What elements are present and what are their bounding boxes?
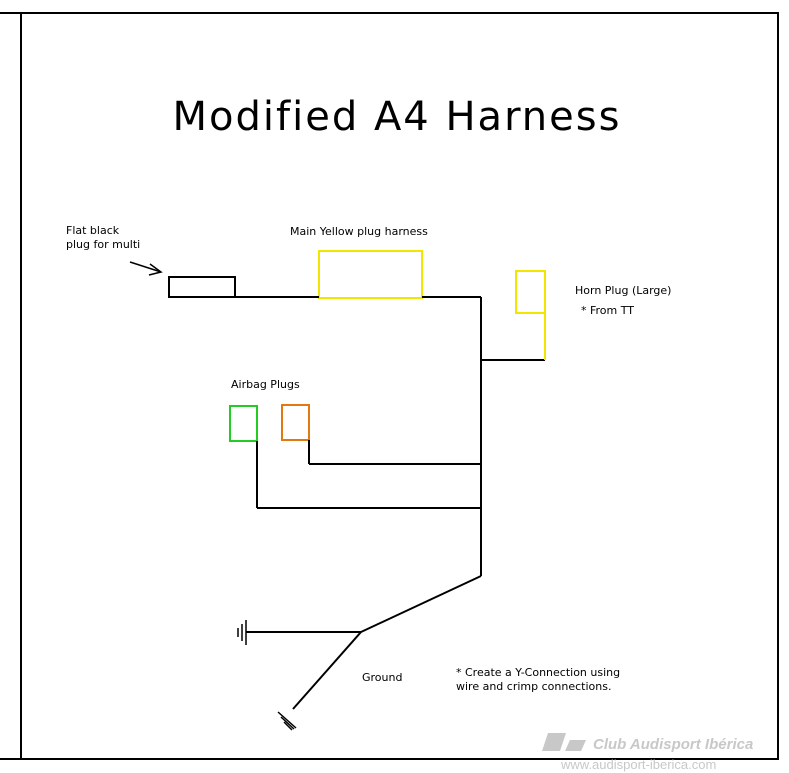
watermark-brand: Club Audisport Ibérica	[593, 736, 753, 753]
flat-black-plug	[168, 276, 236, 298]
horn-plug	[515, 270, 546, 314]
airbag-plug-orange	[281, 404, 310, 441]
note-line2: wire and crimp connections.	[456, 680, 611, 693]
diagram-title: Modified A4 Harness	[173, 94, 622, 140]
watermark: Club Audisport Ibérica www.audisport-ibe…	[542, 733, 753, 772]
note-line1: * Create a Y-Connection using	[456, 666, 620, 679]
flat-black-label-line1: Flat black	[66, 224, 120, 237]
horn-label-line1: Horn Plug (Large)	[575, 284, 671, 297]
ground-label: Ground	[362, 671, 402, 684]
main-yellow-label: Main Yellow plug harness	[290, 225, 428, 238]
airbag-label: Airbag Plugs	[231, 378, 300, 391]
wire-ground-down	[292, 631, 362, 710]
arrow-icon	[129, 261, 163, 276]
airbag-plug-green	[229, 405, 258, 442]
horn-label-line2: * From TT	[581, 304, 634, 317]
ground-icon-lower	[277, 711, 297, 731]
wire-trunk-to-junction	[360, 575, 482, 633]
ground-icon	[237, 620, 247, 645]
club-logo-icon	[542, 733, 586, 751]
main-yellow-plug	[318, 250, 423, 299]
wiring	[169, 296, 545, 710]
flat-black-label-line2: plug for multi	[66, 238, 140, 251]
watermark-url: www.audisport-iberica.com	[560, 757, 716, 772]
